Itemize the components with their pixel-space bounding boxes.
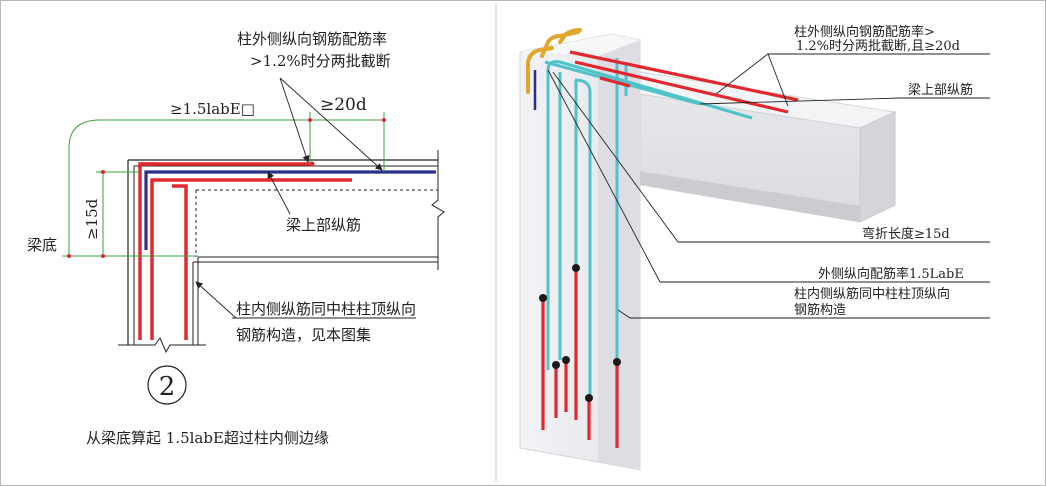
right-beam-top-bar-label: 梁上部纵筋 xyxy=(908,82,973,98)
left-section-drawing xyxy=(62,77,445,354)
node-number: 2 xyxy=(159,372,176,402)
left-inner-bar-note-line1: 柱内侧纵筋同中柱柱顶纵向 xyxy=(236,300,416,318)
right-bend-length-label: 弯折长度≥15d xyxy=(862,226,950,242)
beam-bottom-label: 梁底 xyxy=(27,236,57,254)
left-ratio-note-line2: >1.2%时分两批截断 xyxy=(250,52,391,70)
beam-top-bar-blue xyxy=(144,170,436,250)
left-anchor-dim-label: ≥1.5labE□ xyxy=(170,100,255,118)
right-outer-ratio-label: 外侧纵向配筋率1.5LabE xyxy=(818,266,964,282)
left-ratio-note-line1: 柱外侧纵向钢筋配筋率 xyxy=(237,30,387,48)
cut-point-1 xyxy=(309,161,315,167)
right-inner-bar-note-line1: 柱内侧纵筋同中柱柱顶纵向 xyxy=(794,286,950,302)
left-beam-top-bar-label: 梁上部纵筋 xyxy=(286,216,361,234)
left-15d-dim-label: ≥15d xyxy=(83,198,101,240)
right-ratio-note-line2: 1.2%时分两批截断,且≥20d xyxy=(796,39,960,54)
inner-column-bar-red xyxy=(172,184,188,340)
outer-bar-second-cut xyxy=(150,178,352,340)
node-number-badge: 2 xyxy=(147,365,187,405)
right-inner-bar-note-line2: 钢筋构造 xyxy=(794,302,846,318)
left-inner-bar-note-line2: 钢筋构造，见本图集 xyxy=(236,326,371,344)
left-20d-dim-label: ≥20d xyxy=(320,95,367,115)
right-3d-drawing xyxy=(519,28,990,471)
right-ratio-note-line1: 柱外侧纵向钢筋配筋率> xyxy=(794,24,935,40)
anchor-length-dimension xyxy=(68,119,310,256)
footnote-text: 从梁底算起 1.5labE超过柱内侧边缘 xyxy=(86,429,329,447)
